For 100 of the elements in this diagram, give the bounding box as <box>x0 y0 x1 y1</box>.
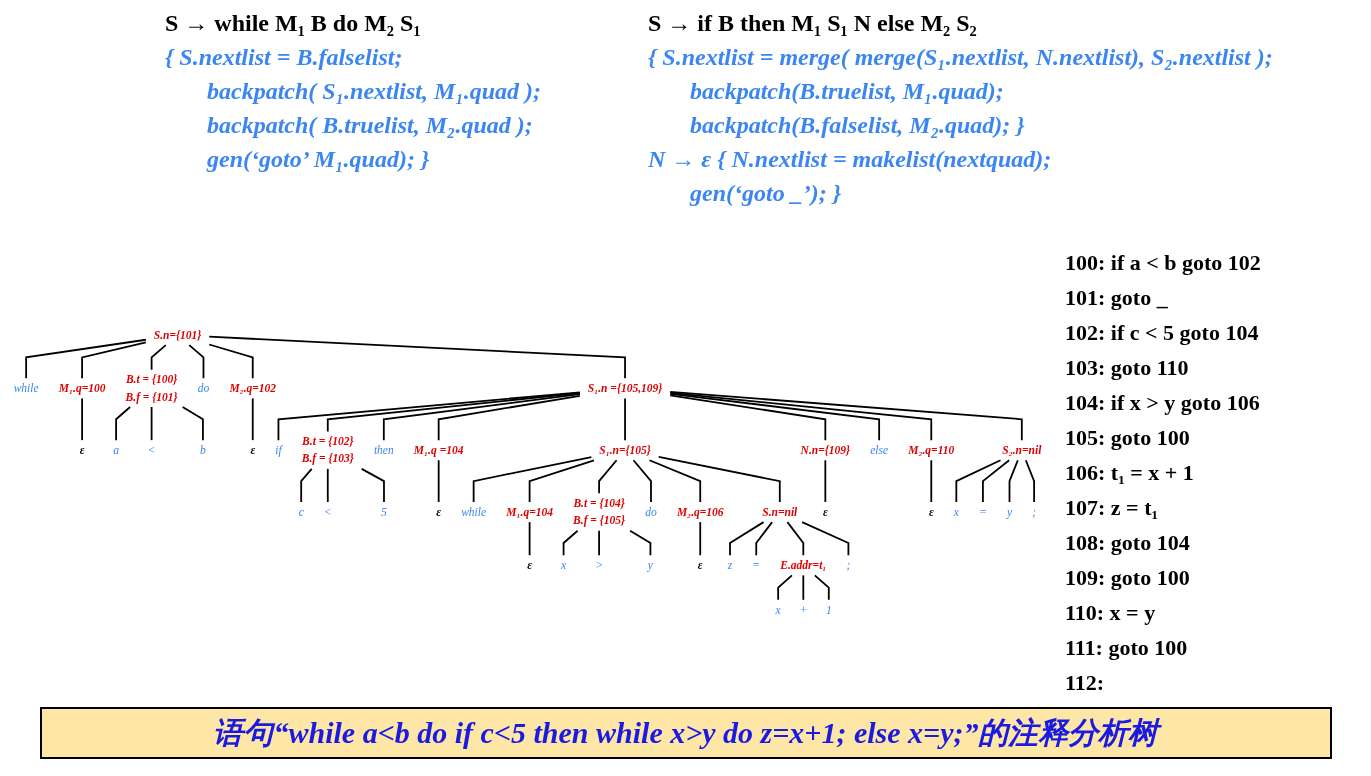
connector <box>562 529 579 557</box>
connector <box>729 521 765 557</box>
connector <box>648 459 702 503</box>
node-text: c <box>298 505 304 518</box>
production-rule: N → ε { N.nextlist = makelist(nextquad); <box>648 145 1053 174</box>
semantic-action: backpatch( S₁.nextlist, M₁.quad ); <box>206 77 543 106</box>
connector <box>188 344 205 380</box>
connector <box>208 343 254 380</box>
node-text: M₂.q=110 <box>908 443 955 456</box>
code-line: 107: z = t₁ <box>1065 494 1160 522</box>
node-text: ε <box>697 558 703 572</box>
node-text: < <box>147 443 156 456</box>
node-text: M₂.q=102 <box>229 381 277 395</box>
node-text: a <box>113 443 119 456</box>
node-text: = <box>752 558 761 572</box>
connector <box>81 397 83 442</box>
node-text: S.n={101} <box>153 328 202 341</box>
code-line: 101: goto _ <box>1065 284 1169 312</box>
connector <box>786 521 805 557</box>
connector <box>669 392 933 442</box>
connector <box>382 393 581 442</box>
connector <box>955 459 1002 503</box>
connector <box>598 459 618 495</box>
connector <box>813 574 830 601</box>
connector <box>326 468 329 503</box>
code-line: 106: t₁ = x + 1 <box>1065 459 1195 487</box>
node-text: x <box>561 558 567 572</box>
connector <box>598 529 600 557</box>
connector <box>669 392 881 442</box>
connector <box>777 574 793 601</box>
node-text: = <box>979 505 987 518</box>
node-text: if <box>275 443 282 456</box>
connector <box>81 341 147 380</box>
semantic-action: { S.nextlist = B.falselist; <box>165 43 404 72</box>
connector <box>150 406 153 442</box>
node-text: ε <box>79 443 85 456</box>
node-text: ε <box>527 558 532 572</box>
node-text: M₁.q=104 <box>506 505 553 518</box>
node-text: S₂.n=nil <box>1002 443 1042 456</box>
code-line: 110: x = y <box>1065 599 1157 627</box>
semantic-action: backpatch(B.truelist, M₁.quad); <box>689 77 1005 106</box>
connector <box>150 344 167 371</box>
node-text: N.n={109} <box>800 443 851 456</box>
connector <box>669 390 1023 442</box>
connector <box>277 391 581 442</box>
node-text: while <box>461 505 487 518</box>
connector <box>528 459 595 503</box>
production-rule: S → while M₁ B do M₂ S₁ <box>165 9 422 38</box>
node-text: S.n=nil <box>762 505 798 518</box>
node-text: 5 <box>381 505 387 518</box>
semantic-action: gen(‘goto’ M₁.quad); } <box>205 145 431 174</box>
node-text: else <box>870 443 889 456</box>
node-text: do <box>645 505 657 518</box>
connector <box>300 468 313 503</box>
semantic-action: backpatch(B.falselist, M₂.quad); } <box>689 111 1026 140</box>
node-text: S₁.n ={105,109} <box>587 381 663 395</box>
connector <box>437 459 440 503</box>
node-text: z <box>727 558 733 572</box>
connector <box>930 459 933 503</box>
connector <box>624 397 626 442</box>
production-rule: S → if B then M₁ S₁ N else M₂ S₂ <box>648 9 978 38</box>
node-text: 1 <box>825 603 832 616</box>
connector <box>1024 459 1035 503</box>
node-text: x <box>953 505 959 518</box>
code-line: 112: <box>1065 669 1106 697</box>
node-text: y <box>647 558 653 572</box>
connector <box>115 406 132 442</box>
node-text: ε <box>928 505 934 518</box>
node-text: + <box>799 603 808 616</box>
node-text: ε <box>436 505 442 518</box>
code-line: 100: if a < b goto 102 <box>1065 249 1261 277</box>
connector <box>251 397 254 442</box>
connector <box>632 459 652 503</box>
code-line: 103: goto 110 <box>1065 354 1190 382</box>
semantic-action: backpatch( B.truelist, M₂.quad ); <box>206 111 534 140</box>
node-text: while <box>13 381 39 395</box>
code-line: 105: goto 100 <box>1065 424 1191 452</box>
connector <box>1008 459 1019 503</box>
connector <box>528 521 531 557</box>
node-text: E.addr=t₁ <box>780 558 827 572</box>
node-text: ; <box>846 558 851 572</box>
node-text: > <box>595 558 603 572</box>
code-line: 102: if c < 5 goto 104 <box>1065 319 1260 347</box>
node-text: then <box>373 443 394 456</box>
connector <box>824 459 827 503</box>
code-line: 104: if x > y goto 106 <box>1065 389 1261 417</box>
node-text: do <box>197 381 210 395</box>
connector <box>802 574 805 601</box>
connector <box>326 392 581 433</box>
node-text: ; <box>1032 505 1037 518</box>
node-text: B.t = {102} B.f = {103} <box>301 435 354 465</box>
connector <box>755 521 773 557</box>
semantic-action: { S.nextlist = merge( merge(S₁.nextlist, N.nextlist), S₂.nextlist ); <box>648 43 1274 72</box>
connector <box>629 529 652 557</box>
node-text: ε <box>250 443 256 456</box>
node-text: S₁.n={105} <box>599 443 651 456</box>
node-text: M₂.q=106 <box>676 505 724 518</box>
connector <box>669 394 827 442</box>
node-text: x <box>775 603 781 616</box>
connector <box>657 456 781 503</box>
